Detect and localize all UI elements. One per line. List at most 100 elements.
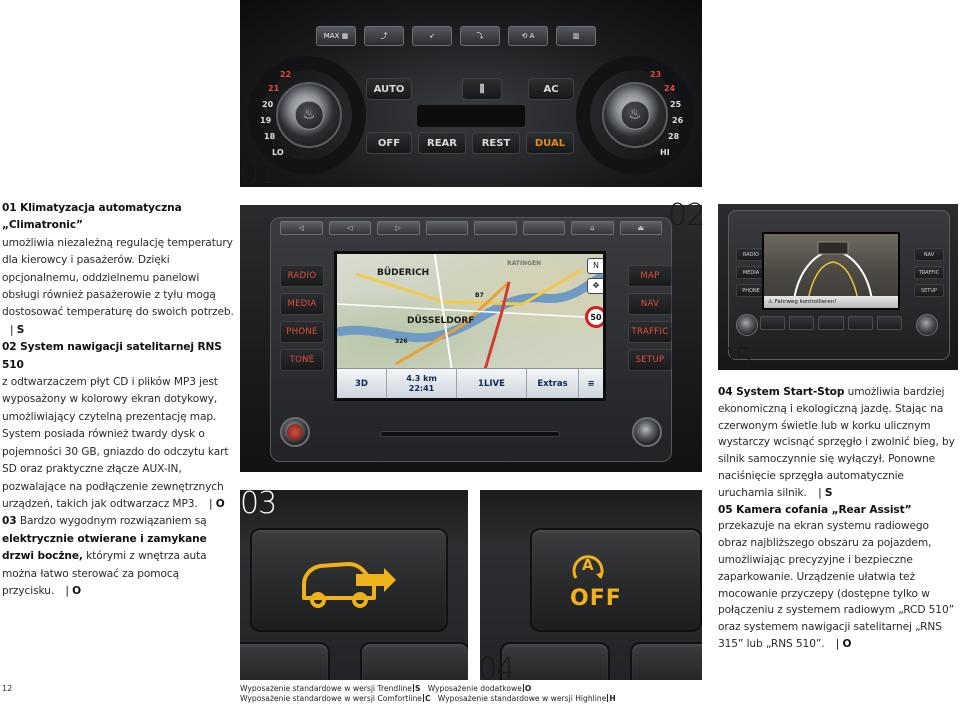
legend-code-c: C xyxy=(424,694,431,703)
navigation-screen[interactable]: BÜDERICH DÜSSELDORF RATINGEN 326 B7 N ✥ … xyxy=(334,251,606,401)
temp-label: 18 xyxy=(264,132,276,141)
section-04-marker: S xyxy=(818,487,832,499)
neighbor-button[interactable] xyxy=(360,642,468,680)
section-05: 05 Kamera cofania „Rear Assist” przekazu… xyxy=(718,502,958,653)
compass-icon[interactable]: N xyxy=(587,258,603,274)
temp-label: 26 xyxy=(672,116,684,125)
zoom-icon[interactable]: ✥ xyxy=(587,278,603,294)
nav-button[interactable]: NAV xyxy=(914,248,944,261)
setup-button[interactable]: SETUP xyxy=(628,349,672,371)
eject-icon[interactable]: ◁ xyxy=(280,221,323,235)
traffic-button[interactable]: TRAFFIC xyxy=(914,266,944,279)
phone-button[interactable]: PHONE xyxy=(280,321,324,343)
section-01-body: umożliwia niezależną regulację temperatu… xyxy=(2,236,234,319)
air-direction-feet-icon: ⤵ xyxy=(460,26,500,46)
station-button[interactable]: 1LIVE xyxy=(457,369,527,398)
fan-icon[interactable]: ⫼ xyxy=(462,78,502,100)
map-road-label: B7 xyxy=(475,292,484,299)
function-button[interactable] xyxy=(760,316,786,330)
section-03-number: 03 xyxy=(2,515,17,528)
sliding-door-button[interactable] xyxy=(250,528,448,632)
section-01: 01 Klimatyzacja automatyczna „Climatroni… xyxy=(2,200,234,339)
speed-limit-sign: 50 xyxy=(585,306,603,328)
temp-label: 20 xyxy=(262,100,274,109)
seat-heating-icon: ♨ xyxy=(628,106,642,123)
section-04-heading: 04 System Start-Stop xyxy=(718,386,845,398)
traffic-button[interactable]: TRAFFIC xyxy=(628,321,672,343)
next-icon[interactable]: ▷ xyxy=(377,221,420,235)
temp-label: LO xyxy=(272,148,284,157)
media-button[interactable]: MEDIA xyxy=(280,293,324,315)
function-button[interactable] xyxy=(876,316,903,330)
phone-button[interactable]: PHONE xyxy=(736,284,766,297)
rear-button[interactable]: REAR xyxy=(418,132,466,154)
rear-assist-photo: RADIO MEDIA PHONE NAV TRAFFIC SETUP ⚠ Fa… xyxy=(718,204,958,370)
home-icon[interactable]: ⌂ xyxy=(571,221,614,235)
right-temperature-knob[interactable]: ♨ xyxy=(602,82,668,148)
map-button[interactable]: MAP xyxy=(628,265,672,287)
map-city-label: BÜDERICH xyxy=(377,268,430,278)
rest-button[interactable]: REST xyxy=(472,132,520,154)
radio-top-button-bar: ◁ ◁ ▷ ⌂ ⏏ xyxy=(280,221,662,235)
legend-trendline: Wyposażenie standardowe w wersji Trendli… xyxy=(240,684,412,693)
legend-row-2: Wyposażenie standardowe w wersji Comfort… xyxy=(240,694,616,704)
arrival-time: 22:41 xyxy=(408,383,435,393)
ac-button[interactable]: AC xyxy=(528,78,574,100)
rvc-function-buttons xyxy=(760,316,903,330)
section-03-body-b: którymi z wnętrza auta można łatwo stero… xyxy=(2,550,207,597)
setup-button[interactable]: SETUP xyxy=(914,284,944,297)
dual-button[interactable]: DUAL xyxy=(526,132,574,154)
rns510-photo: ◁ ◁ ▷ ⌂ ⏏ RADIO MEDIA PHONE TONE MAP NAV… xyxy=(240,205,702,472)
temp-label: 22 xyxy=(280,70,292,79)
sliding-door-button-photo xyxy=(240,490,468,680)
recirculation-button: ⟲ A xyxy=(508,26,548,46)
start-stop-off-label: OFF xyxy=(570,586,622,611)
slot-button[interactable] xyxy=(522,221,565,235)
auto-button[interactable]: AUTO xyxy=(366,78,412,100)
function-button[interactable] xyxy=(818,316,844,330)
slot-button[interactable] xyxy=(425,221,468,235)
slot-button[interactable] xyxy=(474,221,517,235)
air-direction-up-icon: ⤴ xyxy=(364,26,404,46)
section-01-marker: S xyxy=(10,324,24,336)
tuning-knob[interactable] xyxy=(632,417,662,447)
nav-button[interactable]: NAV xyxy=(628,293,672,315)
volume-knob[interactable] xyxy=(736,314,758,336)
radio-button[interactable]: RADIO xyxy=(280,265,324,287)
off-button[interactable]: OFF xyxy=(366,132,412,154)
function-button[interactable] xyxy=(847,316,873,330)
photo-number-04: 04 xyxy=(478,652,515,687)
neighbor-button[interactable] xyxy=(240,642,330,680)
start-stop-off-button[interactable]: A OFF xyxy=(530,528,702,632)
neighbor-button[interactable] xyxy=(630,642,702,680)
section-04: 04 System Start-Stop umożliwia bardziej … xyxy=(718,384,958,502)
map-road-label: 326 xyxy=(395,338,408,345)
function-button[interactable] xyxy=(789,316,815,330)
start-stop-letter: A xyxy=(582,556,594,574)
section-02-marker: O xyxy=(209,498,225,510)
map-roads-graphic xyxy=(337,254,603,374)
menu-icon[interactable]: ≡ xyxy=(587,378,595,389)
sliding-door-icon xyxy=(302,562,396,608)
tuning-knob[interactable] xyxy=(916,314,938,336)
temp-label: HI xyxy=(660,148,670,157)
legend-code-o: O xyxy=(524,684,532,693)
temp-label: 24 xyxy=(664,84,676,93)
extras-button[interactable]: Extras xyxy=(527,369,579,398)
neighbor-button[interactable] xyxy=(500,642,610,680)
tone-button[interactable]: TONE xyxy=(280,349,324,371)
left-text-column: 01 Klimatyzacja automatyczna „Climatroni… xyxy=(2,200,234,600)
view-mode-button[interactable]: 3D xyxy=(337,369,387,398)
route-info: 4.3 km 22:41 xyxy=(387,369,457,398)
section-05-body: przekazuje na ekran systemu radiowego ob… xyxy=(718,520,954,650)
photo-number-03: 03 xyxy=(240,486,277,521)
radio-left-buttons: RADIO MEDIA PHONE TONE xyxy=(280,265,324,371)
left-temperature-knob[interactable]: ♨ xyxy=(276,82,342,148)
legend-highline: Wyposażenie standardowe w wersji Highlin… xyxy=(437,694,607,703)
section-02-heading: 02 System nawigacji satelitarnej RNS 510 xyxy=(2,341,222,371)
section-03: 03 Bardzo wygodnym rozwiązaniem są elekt… xyxy=(2,513,234,600)
prev-icon[interactable]: ◁ xyxy=(328,221,371,235)
navigation-map[interactable]: BÜDERICH DÜSSELDORF RATINGEN 326 B7 N ✥ … xyxy=(337,254,603,374)
eject-disc-icon[interactable]: ⏏ xyxy=(619,221,662,235)
fan-speed-control[interactable] xyxy=(416,104,526,128)
